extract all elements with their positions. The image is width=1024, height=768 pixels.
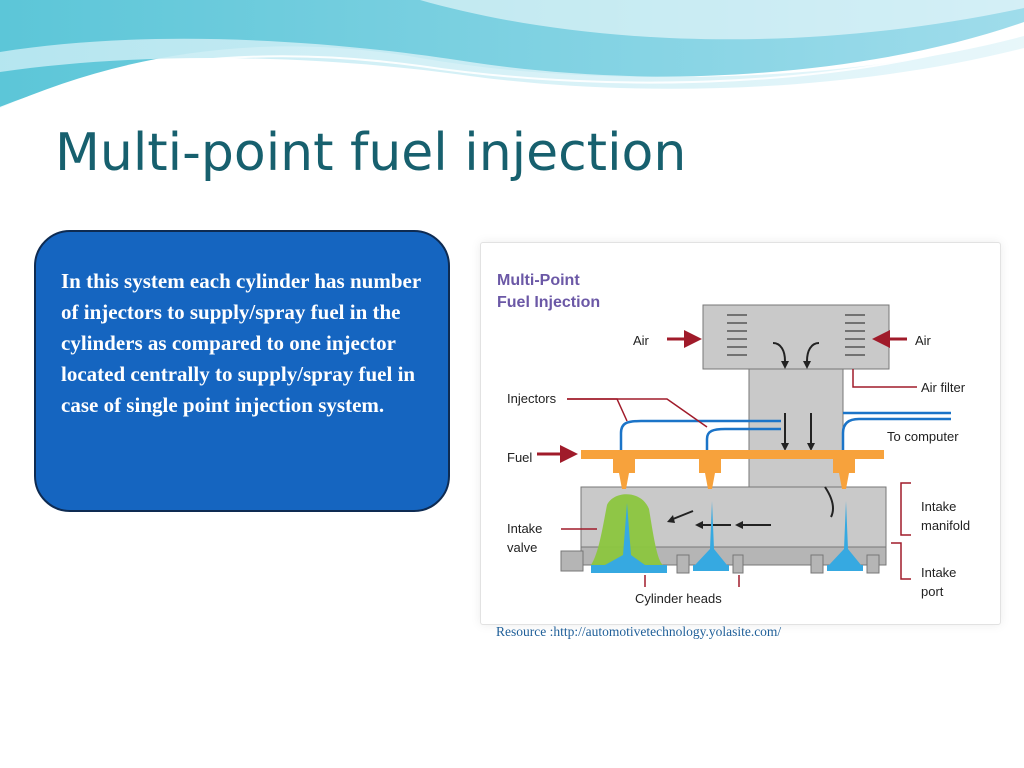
intake-valves xyxy=(591,494,863,573)
diagram-title-line2: Fuel Injection xyxy=(497,294,600,311)
label-fuel: Fuel xyxy=(507,450,532,465)
label-cylinder-heads: Cylinder heads xyxy=(635,591,722,606)
label-intake-valve-1: Intake xyxy=(507,521,542,536)
slide-title: Multi-point fuel injection xyxy=(55,123,687,183)
intake-manifold xyxy=(580,304,890,566)
fuel-injection-diagram: Multi-Point Fuel Injection Air Air Air f… xyxy=(497,272,970,606)
label-to-computer: To computer xyxy=(887,429,959,444)
diagram-title-line1: Multi-Point xyxy=(497,272,580,289)
label-intake-valve-2: valve xyxy=(507,540,537,555)
fuel-rail xyxy=(581,450,884,489)
airflow-arrows xyxy=(672,342,834,526)
label-air-filter: Air filter xyxy=(921,380,966,395)
cylinder-blocks xyxy=(560,550,880,574)
pointer-lines xyxy=(537,330,917,587)
header-wave-decoration xyxy=(0,0,1024,109)
label-air-right: Air xyxy=(915,333,932,348)
label-intake-manifold-1: Intake xyxy=(921,499,956,514)
label-injectors: Injectors xyxy=(507,391,557,406)
air-filter-vents xyxy=(727,314,865,356)
label-air-left: Air xyxy=(633,333,650,348)
label-intake-manifold-2: manifold xyxy=(921,518,970,533)
description-text: In this system each cylinder has number … xyxy=(61,269,421,417)
description-box: In this system each cylinder has number … xyxy=(34,230,450,512)
label-intake-port-2: port xyxy=(921,584,944,599)
computer-wires xyxy=(619,411,951,450)
resource-credit: Resource :http://automotivetechnology.yo… xyxy=(496,624,782,639)
airflow-arrowheads xyxy=(667,361,815,529)
diagram-frame: Multi-Point Fuel Injection Air Air Air f… xyxy=(480,242,1001,625)
label-intake-port-1: Intake xyxy=(921,565,956,580)
